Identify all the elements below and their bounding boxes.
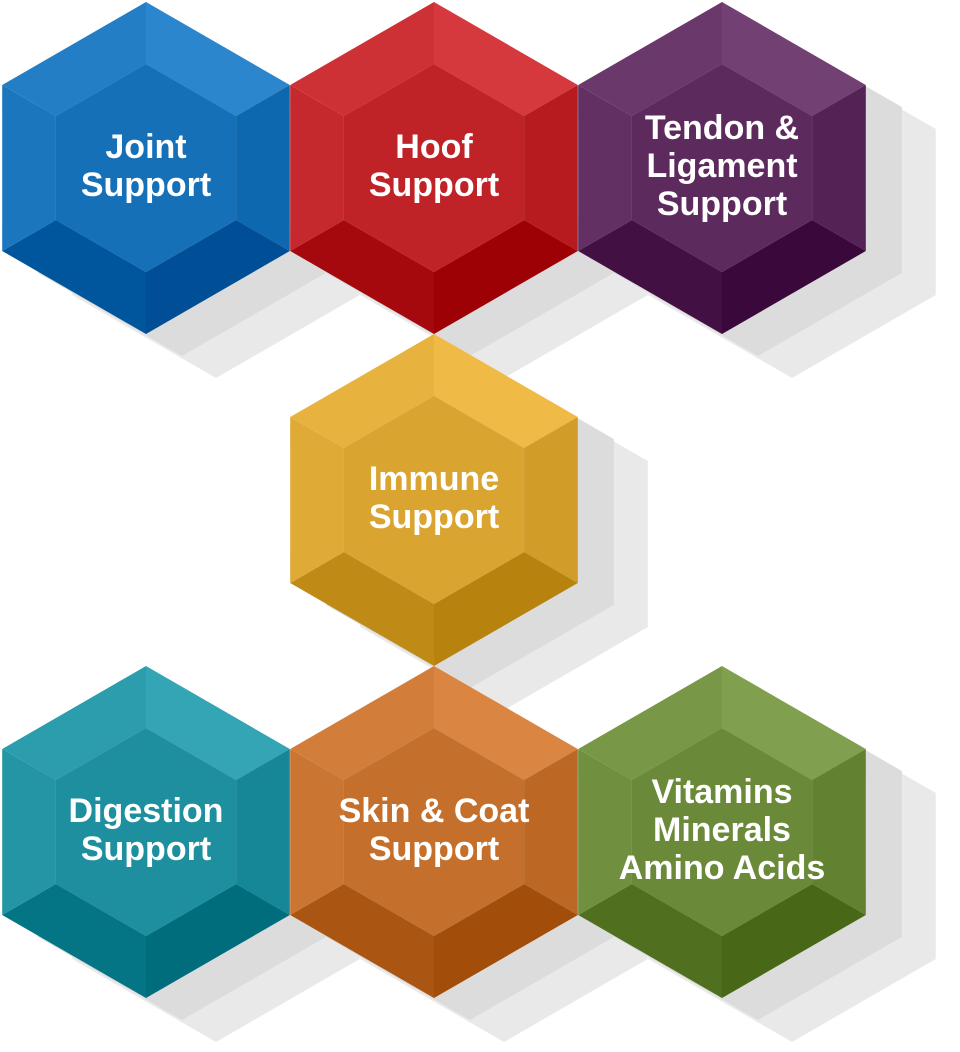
hexagon-label-hoof: Hoof [395, 128, 473, 166]
hexagon-bevel-face [290, 85, 344, 251]
hexagon-bevel-face [2, 666, 147, 780]
hexagon-bevel-face [290, 666, 434, 780]
hexagon-bevel-face [290, 749, 344, 915]
hexagon-label-digestion: Support [81, 830, 211, 868]
hexagon-bevel-face [146, 2, 290, 116]
hexagon-bevel-face [290, 334, 434, 448]
hexagon-label-tendon: Tendon & [645, 109, 799, 147]
hexagon-face [343, 64, 525, 272]
hexagon-bevel-face [2, 884, 147, 998]
hexagon-label-immune: Immune [369, 460, 499, 498]
hexagon-face [631, 728, 813, 936]
hexagon-bevel-face [290, 884, 434, 998]
hexagon-bevel-face [146, 666, 290, 780]
hexagon-face [55, 64, 237, 272]
hexagon-bevel-face [2, 85, 56, 251]
hexagon-bevel-face [434, 666, 578, 780]
hexagon-bevel-face [812, 85, 866, 251]
hexagon-bevel-face [578, 220, 722, 334]
hexagon-bevel-face [722, 666, 866, 780]
hexagon-bevel-face [524, 417, 578, 583]
hexagon-bevel-face [290, 2, 434, 116]
hexagon-bevel-face [290, 220, 434, 334]
hexagon-label-joint: Support [81, 166, 211, 204]
hexagon-label-digestion: Digestion [69, 792, 224, 830]
hexagon-bevel-face [722, 884, 866, 998]
hexagon-bevel-face [578, 884, 722, 998]
hexagon-label-vitamins: Amino Acids [619, 849, 826, 887]
hexagon-bevel-face [434, 552, 578, 666]
hexagon-bevel-face [236, 749, 290, 915]
hexagon-bevel-face [524, 749, 578, 915]
hexagon-bevel-face [146, 220, 290, 334]
hexagon-bevel-face [812, 749, 866, 915]
hexagon-bevel-face [290, 417, 344, 583]
hexagon-bevel-face [578, 749, 632, 915]
hexagon-bevel-face [2, 2, 147, 116]
hexagon-bevel-face [722, 2, 866, 116]
hexagon-bevel-face [2, 749, 56, 915]
hexagon-bevel-face [146, 884, 290, 998]
hexagon-bevel-face [578, 666, 722, 780]
hexagon-bevel-face [434, 334, 578, 448]
hexagon-label-vitamins: Minerals [653, 811, 791, 849]
hexagon-label-skin: Support [369, 830, 499, 868]
hexagon-bevel-face [524, 85, 578, 251]
hexagon-label-tendon: Support [657, 185, 787, 223]
hexagon-bevel-face [578, 2, 722, 116]
hexagon-bevel-face [722, 220, 866, 334]
hexagon-bevel-face [236, 85, 290, 251]
hexagon-bevel-face [434, 884, 578, 998]
hexagon-label-skin: Skin & Coat [339, 792, 530, 830]
hexagon-bevel-face [2, 220, 147, 334]
hexagon-label-joint: Joint [105, 128, 186, 166]
hexagon-face [343, 728, 525, 936]
hexagon-bevel-face [434, 2, 578, 116]
hexagon-label-tendon: Ligament [646, 147, 797, 185]
hexagon-face [343, 396, 525, 604]
hexagon-bevel-face [578, 85, 632, 251]
hexagon-face [55, 728, 237, 936]
hexagon-label-hoof: Support [369, 166, 499, 204]
hexagon-face [631, 64, 813, 272]
hexagon-bevel-face [434, 220, 578, 334]
hexagon-bevel-face [290, 552, 434, 666]
hexagon-label-vitamins: Vitamins [651, 773, 792, 811]
hexagon-label-immune: Support [369, 498, 499, 536]
